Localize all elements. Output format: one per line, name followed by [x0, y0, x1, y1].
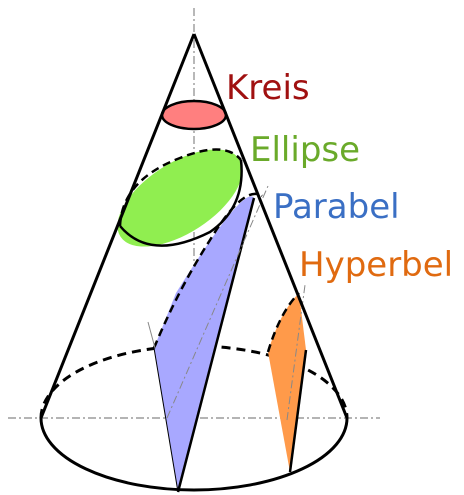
hyperbola-section [268, 293, 306, 472]
parabola-outline-left [153, 347, 179, 493]
cone-right-side [192, 33, 349, 419]
hyperbel-label: Hyperbel [299, 245, 454, 285]
cone-left-side [39, 33, 196, 419]
parabola-outline-right [176, 197, 256, 493]
parabel-label: Parabel [273, 187, 400, 227]
parabola-section [154, 196, 254, 493]
hyperbola-outline-dashed [266, 292, 300, 353]
parabola-axis [166, 185, 269, 419]
ellipse-label: Ellipse [250, 130, 361, 170]
ellipse-section [117, 149, 243, 247]
kreis-label: Kreis [226, 68, 310, 108]
cone-base-front-arc [39, 417, 349, 492]
circle-section [160, 99, 228, 131]
parabola-tick [147, 321, 156, 349]
parabola-outline-dashed [152, 192, 263, 349]
ellipse-outline-front [119, 159, 243, 247]
ellipse-outline-back [118, 148, 242, 227]
hyperbola-outline [288, 349, 308, 473]
